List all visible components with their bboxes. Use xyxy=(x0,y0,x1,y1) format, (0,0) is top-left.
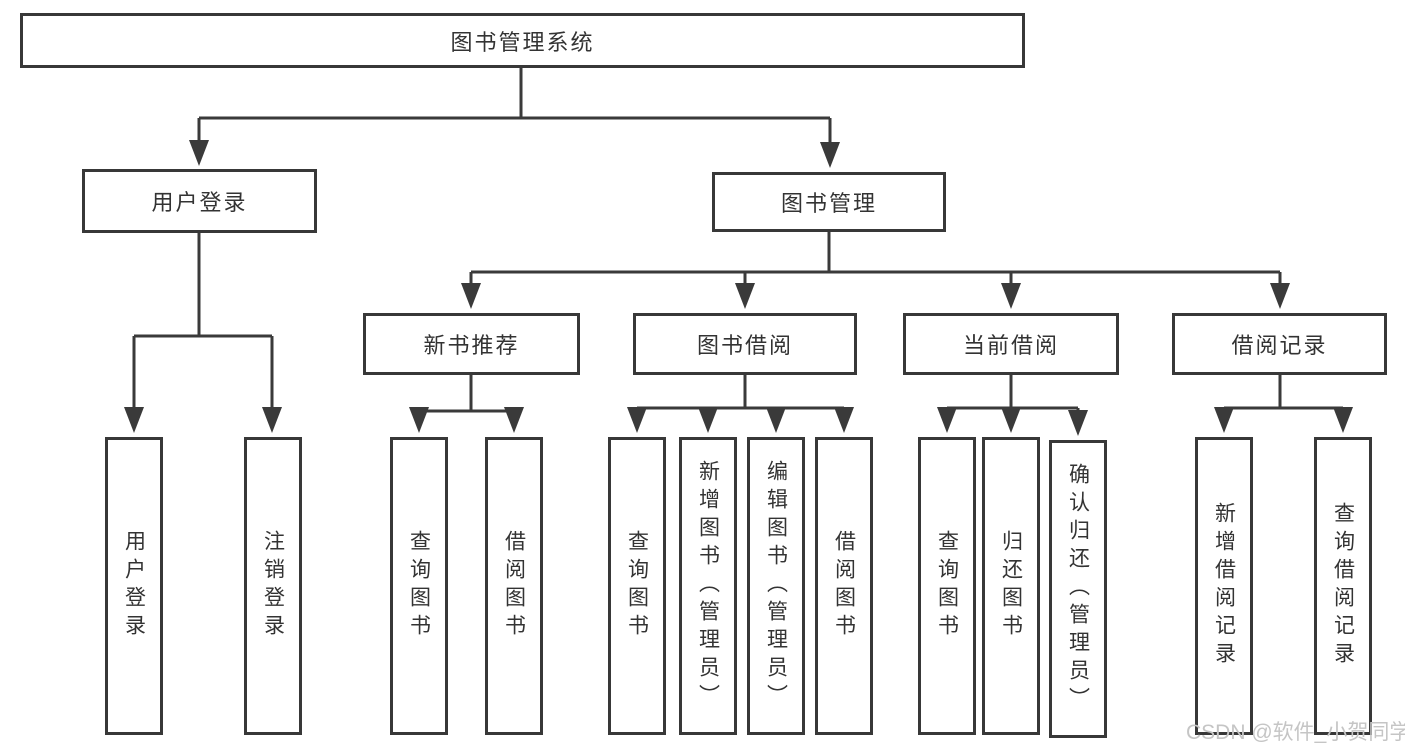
node-label: 借阅图书 xyxy=(832,530,856,642)
connector-book-mgmt xyxy=(471,232,1280,274)
node-new-book-recommend: 新书推荐 xyxy=(363,313,580,375)
node-label: 借阅图书 xyxy=(502,530,526,642)
connector-current-borrow xyxy=(947,375,1078,410)
node-edit-book-admin: 编辑图书（管理员） xyxy=(747,437,805,735)
node-query-book-newbook: 查询图书 xyxy=(390,437,448,735)
node-current-borrow: 当前借阅 xyxy=(903,313,1119,375)
node-book-borrow: 图书借阅 xyxy=(633,313,857,375)
node-borrow-records: 借阅记录 xyxy=(1172,313,1387,375)
node-label: 用户登录 xyxy=(122,530,146,642)
node-label: 借阅记录 xyxy=(1231,333,1328,358)
node-label: 新增图书（管理员） xyxy=(696,460,720,712)
node-label: 图书管理系统 xyxy=(450,29,595,55)
connector-book-borrow xyxy=(637,375,844,410)
connector-root xyxy=(199,67,830,120)
connector-user-login xyxy=(134,233,272,338)
node-label: 编辑图书（管理员） xyxy=(764,460,788,712)
node-label: 查询借阅记录 xyxy=(1331,502,1355,670)
connector-borrow-records xyxy=(1224,375,1343,410)
node-library-system: 图书管理系统 xyxy=(20,13,1025,68)
node-label: 新增借阅记录 xyxy=(1212,502,1236,670)
node-label: 查询图书 xyxy=(407,530,431,642)
node-add-borrow-record: 新增借阅记录 xyxy=(1195,437,1253,735)
node-query-borrow-record: 查询借阅记录 xyxy=(1314,437,1372,735)
node-book-management: 图书管理 xyxy=(712,172,946,232)
node-user-login-leaf: 用户登录 xyxy=(105,437,163,735)
node-query-book-borrow: 查询图书 xyxy=(608,437,666,735)
node-label: 当前借阅 xyxy=(962,333,1059,358)
node-return-book: 归还图书 xyxy=(982,437,1040,735)
watermark: CSDN @软件_小贺同学 xyxy=(1186,721,1405,744)
node-label: 查询图书 xyxy=(625,530,649,642)
node-label: 用户登录 xyxy=(151,190,248,215)
node-add-book-admin: 新增图书（管理员） xyxy=(679,437,737,735)
node-confirm-return-admin: 确认归还（管理员） xyxy=(1049,440,1107,738)
node-logout: 注销登录 xyxy=(244,437,302,735)
node-label: 图书借阅 xyxy=(696,333,793,358)
node-borrow-book: 借阅图书 xyxy=(815,437,873,735)
node-user-login: 用户登录 xyxy=(82,169,317,233)
node-label: 归还图书 xyxy=(999,530,1023,642)
node-label: 查询图书 xyxy=(935,530,959,642)
node-borrow-book-newbook: 借阅图书 xyxy=(485,437,543,735)
node-query-book-current: 查询图书 xyxy=(918,437,976,735)
node-label: 确认归还（管理员） xyxy=(1066,463,1090,715)
node-label: 注销登录 xyxy=(261,530,285,642)
node-label: 新书推荐 xyxy=(423,333,520,358)
connector-new-book xyxy=(419,375,514,413)
node-label: 图书管理 xyxy=(780,191,877,216)
